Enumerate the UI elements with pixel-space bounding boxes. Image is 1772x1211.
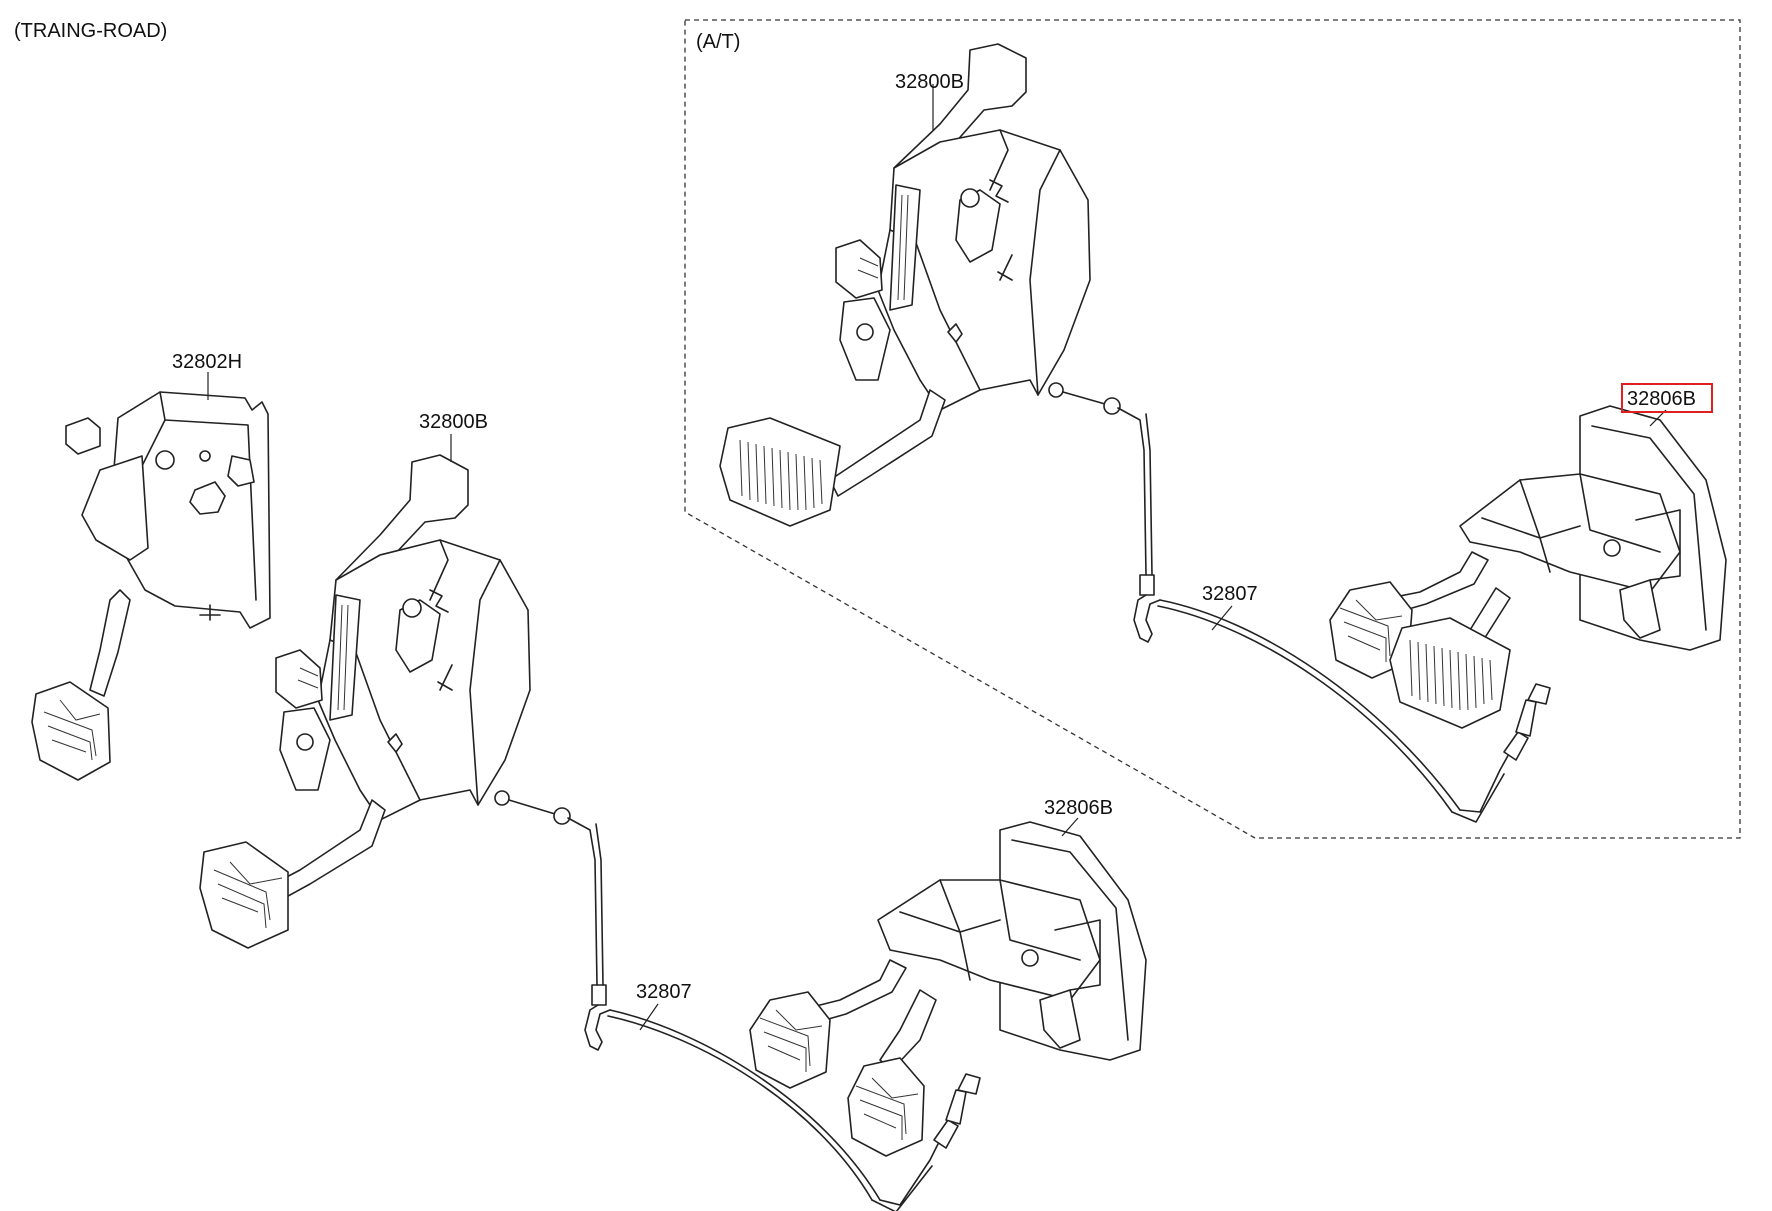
- accelerator-pedal-assembly-manual[interactable]: [749, 817, 1147, 1157]
- label-32806b-at[interactable]: 32806B: [1627, 388, 1696, 410]
- label-32806b-manual[interactable]: 32806B: [1044, 797, 1113, 819]
- at-section-frame: [684, 19, 1741, 839]
- section-title-at: (A/T): [696, 31, 740, 53]
- pedal-sensor-cable-manual[interactable]: [494, 790, 981, 1211]
- highlight-box-32806b: [1621, 383, 1713, 413]
- accelerator-pedal-assembly-at[interactable]: [1329, 405, 1727, 729]
- brake-pedal-assembly-at[interactable]: [719, 43, 1091, 527]
- label-32807-manual[interactable]: 32807: [636, 981, 692, 1003]
- clutch-pedal-assembly[interactable]: [31, 372, 271, 781]
- label-32802h[interactable]: 32802H: [172, 351, 242, 373]
- label-32800b-manual[interactable]: 32800B: [419, 411, 488, 433]
- pedal-sensor-cable-at[interactable]: [1048, 382, 1551, 823]
- brake-pedal-assembly-manual[interactable]: [199, 434, 531, 949]
- label-32807-at[interactable]: 32807: [1202, 583, 1258, 605]
- label-32800b-at[interactable]: 32800B: [895, 71, 964, 93]
- section-title-traing-road: (TRAING-ROAD): [14, 20, 167, 42]
